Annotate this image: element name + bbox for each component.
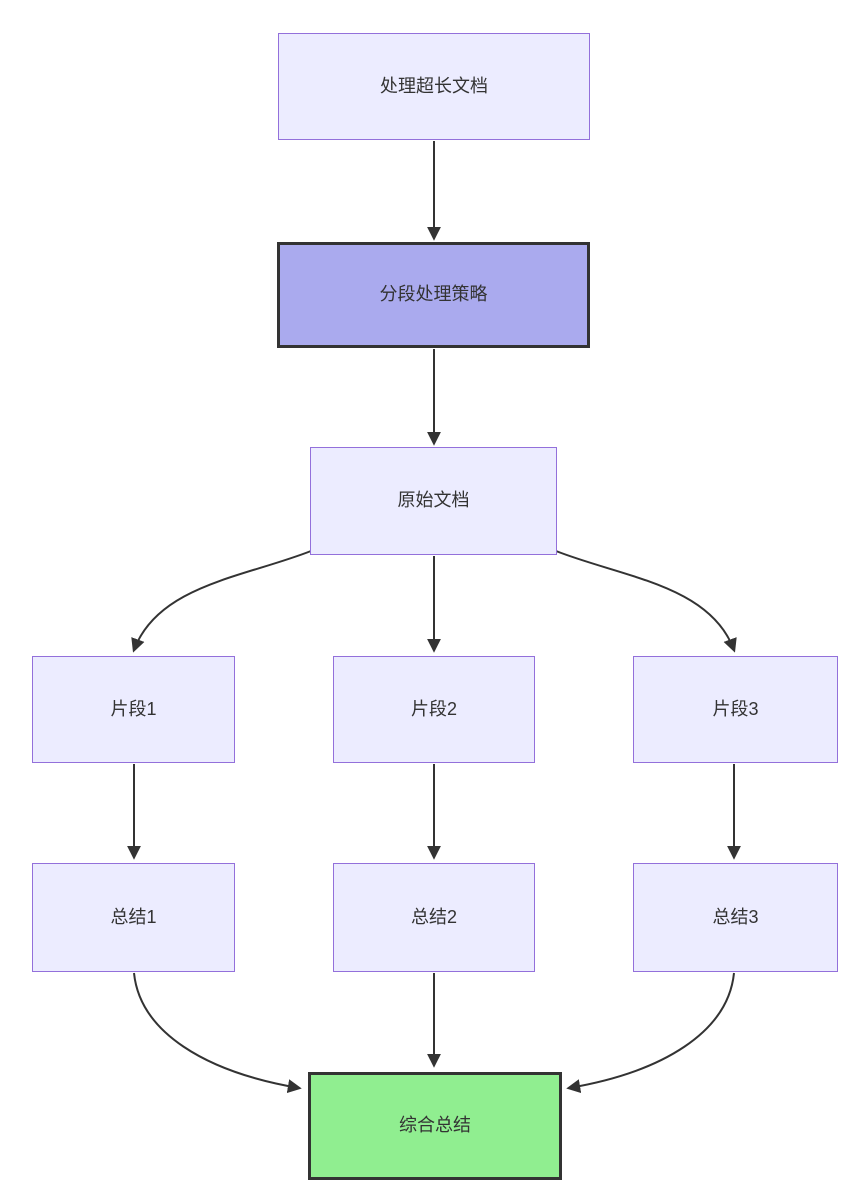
node-summary-2: 总结2 (333, 863, 535, 972)
edge-c-d3 (555, 550, 737, 653)
node-segmentation-strategy-label: 分段处理策略 (379, 284, 488, 305)
node-summary-1-label: 总结1 (110, 906, 157, 927)
node-final-summary-label: 综合总结 (399, 1115, 471, 1136)
node-fragment-1: 片段1 (32, 656, 235, 763)
edge-c-d1 (131, 550, 312, 653)
node-summary-2-label: 总结2 (410, 906, 457, 927)
edge-e1-f (133, 972, 302, 1094)
node-original-document-label: 原始文档 (397, 490, 470, 511)
node-fragment-2: 片段2 (333, 656, 535, 763)
node-final-summary: 综合总结 (308, 1072, 562, 1180)
node-segmentation-strategy: 分段处理策略 (277, 242, 590, 348)
node-original-document: 原始文档 (310, 447, 557, 555)
node-summary-3-label: 总结3 (712, 906, 759, 927)
node-fragment-1-label: 片段1 (110, 698, 157, 719)
node-fragment-3: 片段3 (633, 656, 838, 763)
edge-e3-f (566, 972, 735, 1094)
node-fragment-3-label: 片段3 (712, 698, 759, 719)
node-summary-1: 总结1 (32, 863, 235, 972)
node-process-long-document-label: 处理超长文档 (380, 75, 488, 96)
node-summary-3: 总结3 (633, 863, 838, 972)
node-process-long-document: 处理超长文档 (278, 33, 590, 140)
node-fragment-2-label: 片段2 (410, 698, 457, 719)
